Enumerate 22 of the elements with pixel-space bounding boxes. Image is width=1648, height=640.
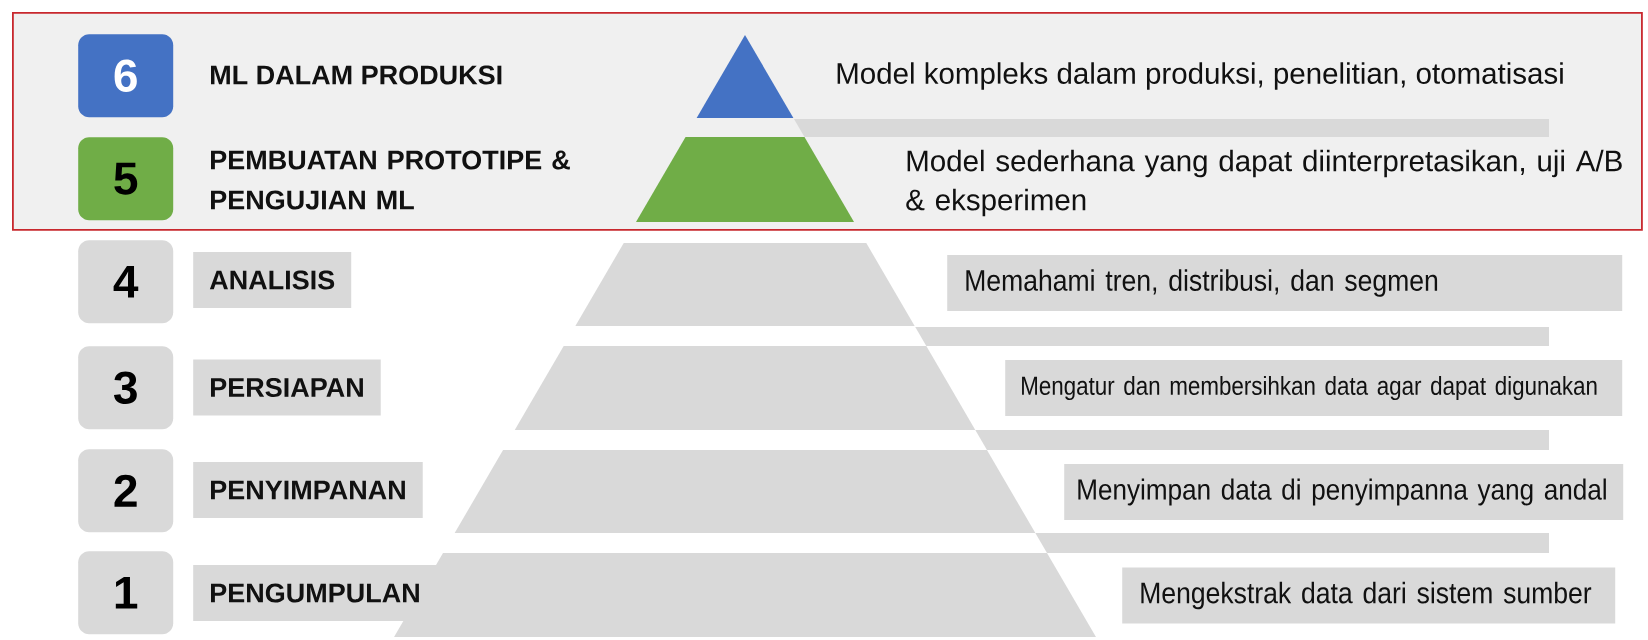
stage-title: ML DALAM PRODUKSI	[211, 65, 502, 85]
pyramid-tier	[575, 243, 915, 326]
number-box: 4	[78, 240, 174, 324]
label-box: PERSIAPAN	[193, 359, 381, 416]
description-box: Memahami tren, distribusi, dan segmen	[947, 255, 1623, 311]
number-box: 1	[78, 551, 174, 635]
number-box: 6	[78, 34, 174, 118]
pyramid-tier	[636, 137, 855, 222]
description-box: Mengekstrak data dari sistem sumber	[1122, 567, 1616, 624]
number-box: 3	[78, 346, 174, 430]
description-box: Menyimpan data di penyimpanna yang andal	[1064, 464, 1624, 520]
number-box: 2	[78, 449, 174, 533]
node-label: PENGUMPULAN	[211, 583, 419, 603]
description-box: Mengatur dan membersihkan data agar dapat digunakan	[1005, 360, 1623, 416]
label-box: PENYIMPANAN	[193, 462, 423, 518]
description-text: Model kompleks dalam produksi, penelitian, otomatisasi	[837, 62, 1563, 90]
label-box: PENGUMPULAN	[193, 565, 437, 621]
pyramid-tier	[696, 35, 794, 118]
stage-title: PEMBUATAN PROTOTIPE & PENGUJIAN ML	[211, 150, 570, 210]
description-text: Model sederhana yang dapat diinterpretasikan, uji A/B & eksperimen	[906, 149, 1622, 217]
label-box: ANALISIS	[193, 252, 352, 308]
number-box: 5	[78, 137, 174, 221]
